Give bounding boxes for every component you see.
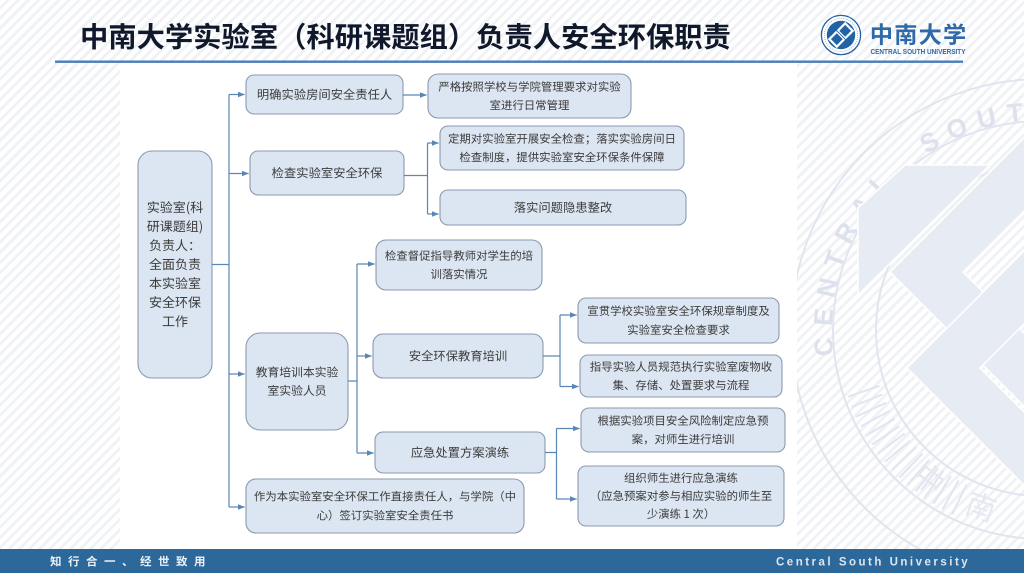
svg-text:CENTRAL SOUTH UNIVERSITY: CENTRAL SOUTH UNIVERSITY (871, 47, 966, 56)
svg-text:Central South University: Central South University (776, 557, 970, 569)
